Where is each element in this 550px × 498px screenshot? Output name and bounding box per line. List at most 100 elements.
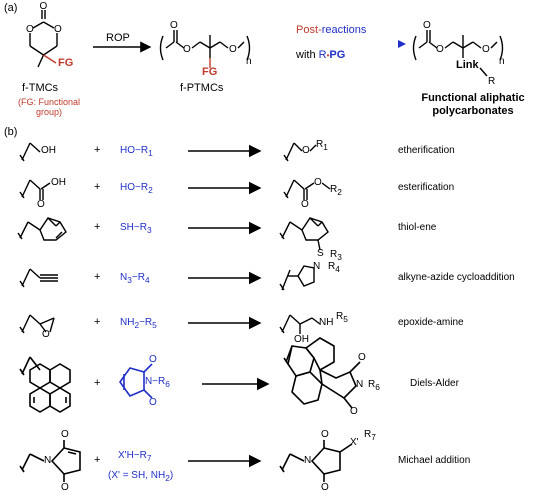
polymer-fg-label: FG (202, 66, 218, 78)
row2-reagent: HO−R2 (120, 182, 153, 195)
panel-b-label: (b) (4, 126, 18, 138)
row5-product-oh: OH (294, 334, 309, 345)
ptmc-atoms: O O O (170, 20, 237, 55)
row7-reagent-note: (X' = SH, NH2) (108, 470, 174, 483)
row1-product-r: R1 (316, 139, 328, 152)
row6-maleimide (119, 363, 153, 399)
product-subscript-n: n (499, 56, 505, 67)
row5-epoxide-o: O (42, 329, 50, 340)
row3-reagent: SH−R3 (120, 222, 152, 235)
row4-product-r: R4 (328, 261, 340, 274)
tmc-ring-o-right: O (54, 24, 62, 35)
row2-substrate (19, 179, 51, 200)
row7-substrate (19, 440, 81, 482)
row7-product-o-bottom: O (321, 482, 329, 493)
row2-product-r: R2 (330, 184, 342, 197)
row6-reaction-name: Diels-Alder (410, 378, 459, 389)
row6-plus: + (94, 377, 101, 389)
row2-carbonyl-o: O (37, 199, 45, 210)
row7-product-x: X' (350, 437, 359, 448)
product-atoms: O O O (423, 20, 490, 55)
tmc-ring-o-left: O (26, 24, 34, 35)
row5-reagent: NH2−R5 (120, 317, 157, 330)
post-reactions-part1: Post- (296, 24, 322, 36)
row7-product-o-top: O (321, 429, 329, 440)
tmc-carbonyl-o: O (40, 1, 48, 12)
row6-product-r: R6 (368, 379, 380, 392)
row2-oh: OH (51, 177, 66, 188)
row6-substrate (19, 356, 71, 413)
row3-product-s: S (317, 248, 324, 259)
product-title-line1: Functional aliphatic (421, 92, 525, 104)
row5-product-nh: NH (319, 317, 334, 328)
ptmc-subscript-n: n (246, 56, 252, 67)
row6-product-n: N (356, 379, 364, 390)
row2-plus: + (94, 181, 101, 193)
row7-product-r: R7 (364, 429, 376, 442)
row2-product (283, 179, 331, 200)
reagent-dot: • (326, 51, 330, 60)
row4-reagent: N3−R4 (120, 272, 150, 285)
reaction-arrows (188, 144, 270, 468)
row7-substrate-o-top: O (61, 429, 69, 440)
post-reactions-label: Post-reactions (296, 25, 366, 36)
panel-a-label: (a) (4, 2, 18, 14)
with-reagent-label: with R•PG (296, 50, 345, 61)
row7-reagent: X'H−R7 (118, 450, 152, 463)
reagent-r: R (318, 49, 327, 61)
row1-product-o: O (302, 145, 310, 156)
row4-product-n: N (313, 261, 321, 272)
row7-substrate-o-bottom: O (61, 482, 69, 493)
row7-product (279, 440, 353, 482)
fg-note-line1: (FG: Functional (17, 97, 81, 107)
row1-plus: + (94, 144, 101, 156)
row5-product (279, 314, 321, 334)
row4-product (279, 265, 315, 291)
row2-product-o: O (314, 177, 322, 188)
row5-reaction-name: epoxide-amine (398, 317, 464, 328)
with-word: with (296, 49, 316, 61)
row7-reaction-name: Michael addition (398, 455, 471, 466)
post-reactions-part2: reactions (321, 24, 367, 36)
row7-product-n: N (304, 455, 312, 466)
row2-reaction-name: esterification (398, 182, 455, 193)
product-r-label: R (488, 76, 496, 87)
row5-product-r: R5 (336, 311, 348, 324)
row1-reaction-name: etherification (398, 145, 455, 156)
rop-label: ROP (106, 32, 130, 44)
row3-plus: + (94, 221, 101, 233)
tmc-monomer-structure (29, 10, 58, 68)
row6-product (283, 337, 361, 409)
product-link-label: Link (456, 59, 479, 71)
row6-maleimide-o-bottom: O (149, 397, 157, 408)
post-reaction-arrow-head (398, 40, 406, 48)
row7-plus: + (94, 454, 101, 466)
svg-text:O: O (423, 20, 431, 31)
reagent-pg: PG (329, 49, 346, 61)
row3-substrate (17, 217, 67, 241)
ptmc-structure (159, 30, 251, 68)
tmc-ring-atoms: O O O (26, 1, 62, 35)
row3-reaction-name: thiol-ene (398, 222, 437, 233)
row1-oh: OH (41, 145, 56, 156)
svg-text:O: O (183, 44, 191, 55)
row6-product-o-top: O (358, 352, 366, 363)
svg-text:O: O (436, 44, 444, 55)
product-structure (412, 30, 504, 77)
row4-substrate (19, 268, 58, 288)
svg-text:O: O (229, 44, 237, 55)
row5-plus: + (94, 316, 101, 328)
row6-product-o-bottom: O (350, 406, 358, 417)
row3-product-r: R3 (330, 249, 342, 262)
row7-substrate-n: N (44, 455, 52, 466)
monomer-name: f-TMCs (22, 82, 59, 94)
svg-text:O: O (482, 44, 490, 55)
row6-maleimide-o-top: O (149, 354, 157, 365)
row3-product (279, 217, 329, 251)
row5-substrate (19, 314, 55, 334)
svg-text:O: O (170, 20, 178, 31)
monomer-fg-label: FG (58, 57, 74, 69)
row4-reaction-name: alkyne-azide cycloaddition (398, 272, 515, 283)
row1-product (283, 142, 317, 162)
